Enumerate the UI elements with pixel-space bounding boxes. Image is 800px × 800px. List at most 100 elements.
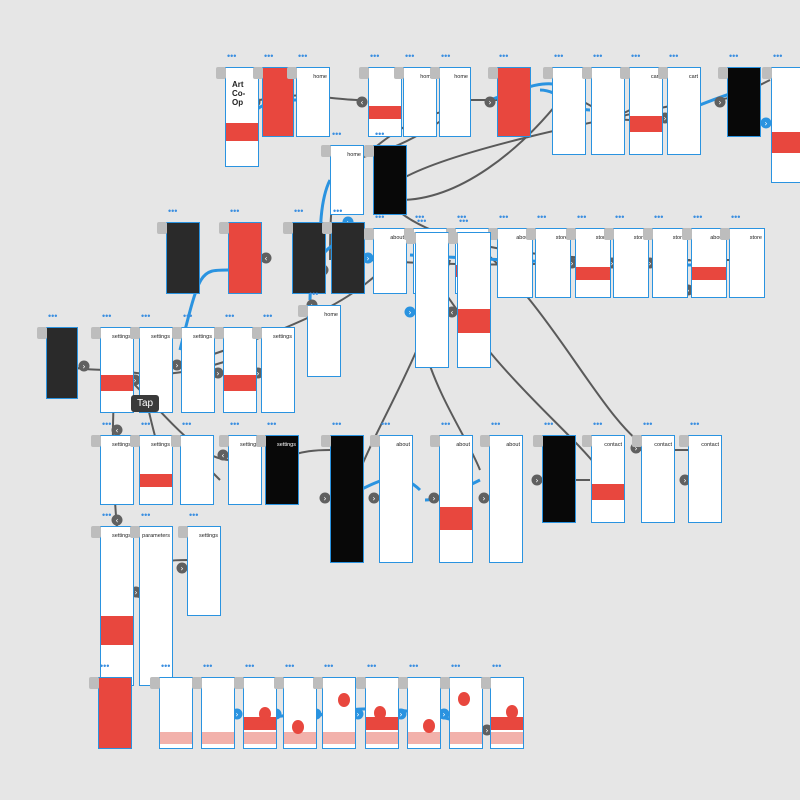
more-icon[interactable]: •••: [491, 419, 501, 429]
more-icon[interactable]: •••: [161, 661, 171, 671]
more-icon[interactable]: •••: [554, 51, 564, 61]
artboard-handle[interactable]: [480, 435, 490, 447]
artboard-handle[interactable]: [253, 67, 263, 79]
artboard-handle[interactable]: [130, 435, 140, 447]
chevron-right-icon[interactable]: [714, 96, 726, 108]
chevron-left-icon[interactable]: [446, 306, 458, 318]
more-icon[interactable]: •••: [141, 510, 151, 520]
artboard-handle[interactable]: [234, 677, 244, 689]
artboard-handle[interactable]: [526, 228, 536, 240]
more-icon[interactable]: •••: [577, 212, 587, 222]
artboard-handle[interactable]: [448, 232, 458, 244]
more-icon[interactable]: •••: [593, 419, 603, 429]
chevron-right-icon[interactable]: [319, 492, 331, 504]
artboard-handle[interactable]: [364, 228, 374, 240]
artboard-handle[interactable]: [171, 435, 181, 447]
more-icon[interactable]: •••: [48, 311, 58, 321]
artboard-handle[interactable]: [219, 435, 229, 447]
more-icon[interactable]: •••: [227, 51, 237, 61]
more-icon[interactable]: •••: [492, 661, 502, 671]
artboard-screen-60[interactable]: [365, 677, 399, 749]
artboard-about-19[interactable]: about: [373, 228, 407, 294]
artboard-handle[interactable]: [533, 435, 543, 447]
artboard-handle[interactable]: [406, 232, 416, 244]
artboard-handle[interactable]: [604, 228, 614, 240]
more-icon[interactable]: •••: [537, 212, 547, 222]
artboard-handle[interactable]: [172, 327, 182, 339]
chevron-right-icon[interactable]: [362, 252, 374, 264]
chevron-right-icon[interactable]: [531, 474, 543, 486]
more-icon[interactable]: •••: [189, 510, 199, 520]
artboard-handle[interactable]: [679, 435, 689, 447]
artboard-settings-51[interactable]: settings: [100, 526, 134, 686]
more-icon[interactable]: •••: [230, 419, 240, 429]
artboard-handle[interactable]: [658, 67, 668, 79]
artboard-screen-14[interactable]: [373, 145, 407, 215]
artboard-handle[interactable]: [632, 435, 642, 447]
artboard-handle[interactable]: [356, 677, 366, 689]
artboard-handle[interactable]: [283, 222, 293, 234]
more-icon[interactable]: •••: [332, 129, 342, 139]
artboard-settings-53[interactable]: settings: [187, 526, 221, 616]
chevron-left-icon[interactable]: [111, 514, 123, 526]
artboard-home-31[interactable]: home: [307, 305, 341, 377]
artboard-handle[interactable]: [130, 327, 140, 339]
more-icon[interactable]: •••: [168, 206, 178, 216]
chevron-right-icon[interactable]: [484, 96, 496, 108]
artboard-handle[interactable]: [359, 67, 369, 79]
more-icon[interactable]: •••: [457, 212, 467, 222]
artboard-screen-63[interactable]: [490, 677, 524, 749]
artboard-handle[interactable]: [274, 677, 284, 689]
artboard-handle[interactable]: [37, 327, 47, 339]
artboard-settings-39[interactable]: settings: [139, 435, 173, 505]
more-icon[interactable]: •••: [263, 311, 273, 321]
artboard-handle[interactable]: [582, 435, 592, 447]
artboard-handle[interactable]: [566, 228, 576, 240]
chevron-right-icon[interactable]: [481, 724, 493, 736]
more-icon[interactable]: •••: [654, 212, 664, 222]
artboard-contact-48[interactable]: contact: [591, 435, 625, 523]
chevron-right-icon[interactable]: [404, 306, 416, 318]
artboard-screen-54[interactable]: [98, 677, 132, 749]
chevron-left-icon[interactable]: [260, 252, 272, 264]
more-icon[interactable]: •••: [141, 419, 151, 429]
artboard-screen-40[interactable]: [180, 435, 214, 505]
artboard-handle[interactable]: [582, 67, 592, 79]
more-icon[interactable]: •••: [593, 51, 603, 61]
more-icon[interactable]: •••: [499, 51, 509, 61]
artboard-home-13[interactable]: home: [330, 145, 364, 215]
artboard-screen-56[interactable]: [201, 677, 235, 749]
artboard-handle[interactable]: [214, 327, 224, 339]
artboard-screen-32[interactable]: [46, 327, 78, 399]
more-icon[interactable]: •••: [459, 216, 469, 226]
artboard-handle[interactable]: [364, 145, 374, 157]
artboard-screen-30[interactable]: [457, 232, 491, 368]
chevron-right-icon[interactable]: [428, 492, 440, 504]
artboard-handle[interactable]: [89, 677, 99, 689]
chevron-right-icon[interactable]: [679, 474, 691, 486]
more-icon[interactable]: •••: [729, 51, 739, 61]
chevron-right-icon[interactable]: [478, 492, 490, 504]
artboard-handle[interactable]: [430, 67, 440, 79]
more-icon[interactable]: •••: [405, 51, 415, 61]
chevron-right-icon[interactable]: [171, 359, 183, 371]
artboard-settings-35[interactable]: settings: [181, 327, 215, 413]
artboard-screen-6[interactable]: [497, 67, 531, 137]
artboard-home-5[interactable]: home: [439, 67, 471, 137]
more-icon[interactable]: •••: [441, 51, 451, 61]
more-icon[interactable]: •••: [333, 206, 343, 216]
artboard-store-24[interactable]: store: [575, 228, 611, 298]
artboard-handle[interactable]: [178, 526, 188, 538]
more-icon[interactable]: •••: [773, 51, 783, 61]
artboard-store-23[interactable]: store: [535, 228, 571, 298]
artboard-handle[interactable]: [287, 67, 297, 79]
more-icon[interactable]: •••: [294, 206, 304, 216]
more-icon[interactable]: •••: [375, 129, 385, 139]
artboard-parameters-52[interactable]: parameters: [139, 526, 173, 686]
artboard-handle[interactable]: [216, 67, 226, 79]
artboard-handle[interactable]: [720, 228, 730, 240]
artboard-handle[interactable]: [488, 67, 498, 79]
more-icon[interactable]: •••: [409, 661, 419, 671]
artboard-home-2[interactable]: home: [296, 67, 330, 137]
chevron-left-icon[interactable]: [356, 96, 368, 108]
